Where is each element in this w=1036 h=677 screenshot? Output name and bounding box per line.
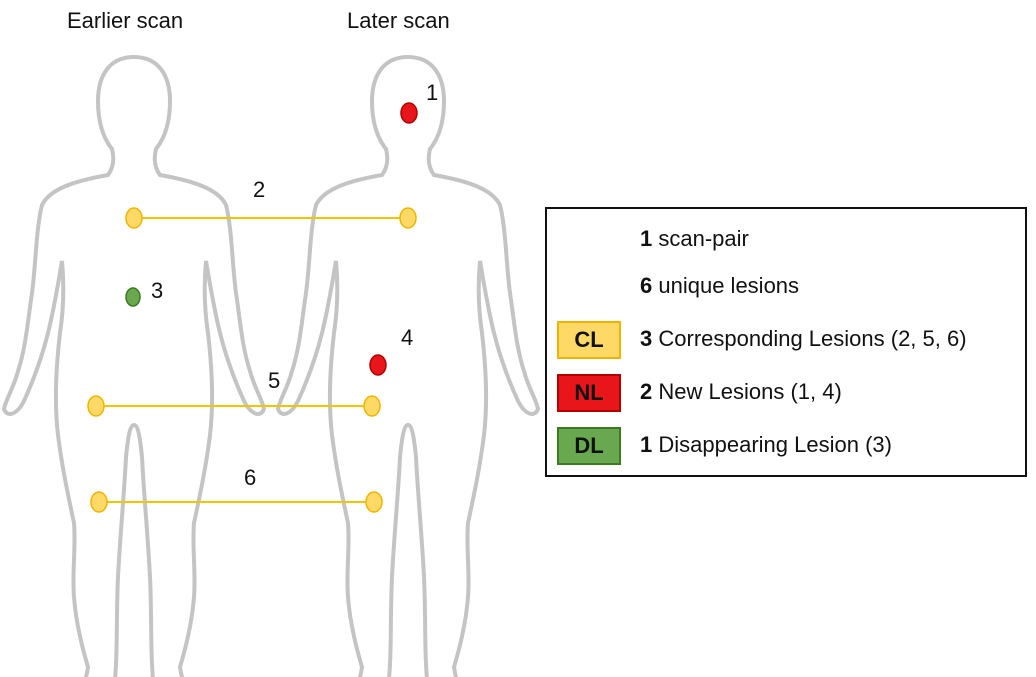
legend-row-corresponding: CL 3 Corresponding Lesions (2, 5, 6) (547, 321, 1025, 357)
legend-text: Disappearing Lesion (3) (658, 432, 892, 457)
later-body-outline (278, 57, 538, 677)
lesion-2-later-marker (400, 208, 416, 228)
lesion-6-label: 6 (244, 465, 256, 490)
earlier-body-outline (4, 57, 264, 677)
lesion-1-marker (401, 103, 417, 123)
lesion-2-earlier-marker (126, 208, 142, 228)
legend-text: Corresponding Lesions (2, 5, 6) (658, 326, 966, 351)
legend-count: 2 (640, 379, 652, 404)
legend-row-scan-pair: 1 scan-pair (547, 221, 1025, 257)
legend-count: 1 (640, 226, 652, 251)
legend-text: scan-pair (658, 226, 748, 251)
lesion-5-later-marker (364, 396, 380, 416)
lesion-4-label: 4 (401, 325, 413, 350)
legend-row-new: NL 2 New Lesions (1, 4) (547, 374, 1025, 410)
legend-count: 3 (640, 326, 652, 351)
legend-row-disappearing: DL 1 Disappearing Lesion (3) (547, 427, 1025, 463)
lesion-4-marker (370, 355, 386, 375)
legend-count: 1 (640, 432, 652, 457)
lesion-3-marker (126, 288, 140, 306)
lesion-5-label: 5 (268, 368, 280, 393)
legend-text: unique lesions (658, 273, 799, 298)
lesion-6-earlier-marker (91, 492, 107, 512)
lesion-3-label: 3 (151, 278, 163, 303)
cl-badge: CL (557, 321, 621, 359)
dl-badge: DL (557, 427, 621, 465)
legend-count: 6 (640, 273, 652, 298)
lesion-5-earlier-marker (88, 396, 104, 416)
lesion-1-label: 1 (426, 80, 438, 105)
lesion-6-later-marker (366, 492, 382, 512)
legend-row-unique-lesions: 6 unique lesions (547, 268, 1025, 304)
nl-badge: NL (557, 374, 621, 412)
legend-box: 1 scan-pair 6 unique lesions CL 3 Corres… (545, 207, 1027, 477)
lesion-2-label: 2 (253, 177, 265, 202)
legend-text: New Lesions (1, 4) (658, 379, 841, 404)
